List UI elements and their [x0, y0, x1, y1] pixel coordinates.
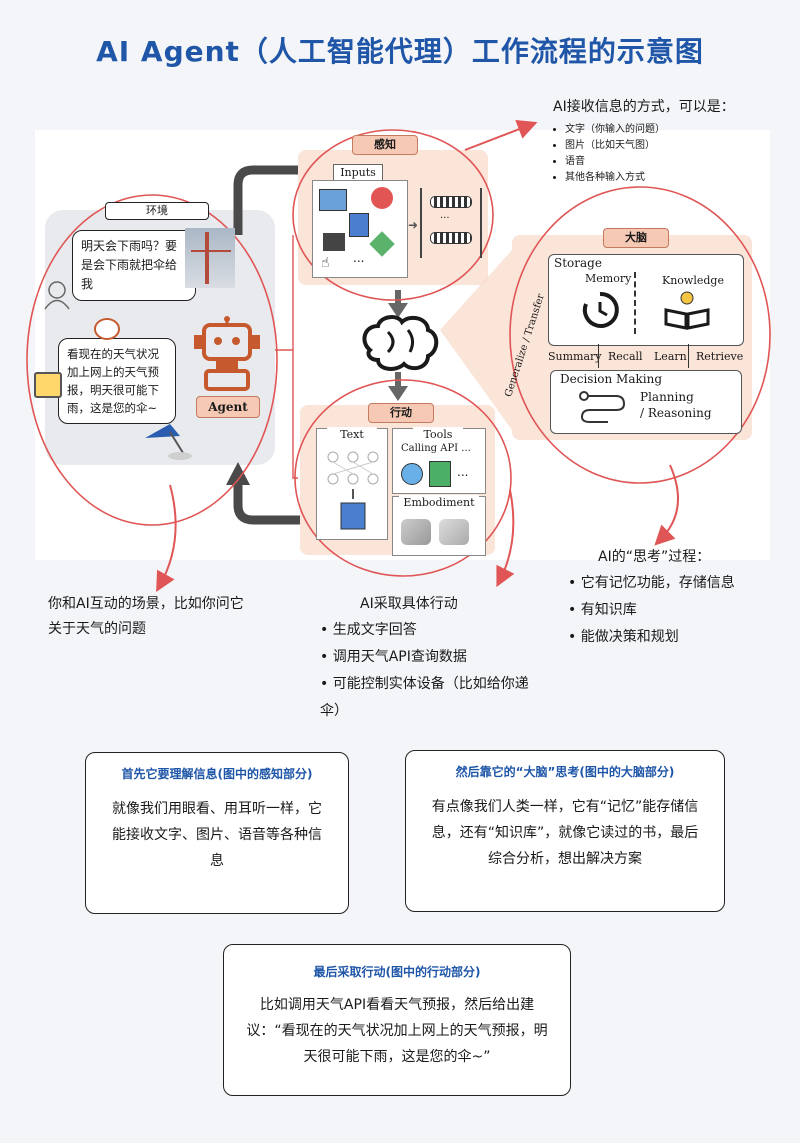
user-question-bubble: 明天会下雨吗？要是会下雨就把伞给我: [72, 230, 196, 301]
tools-box: Tools Calling API ... ...: [392, 427, 486, 494]
brain-explain-card: 然后靠它的“大脑”思考(图中的大脑部分) 有点像我们人类一样，它有“记忆”能存储…: [405, 750, 725, 912]
audio-input-icon: [371, 187, 393, 209]
weather-map-icon: [34, 372, 62, 398]
action-caption-item: 调用天气API查询数据: [320, 644, 530, 671]
calculator-tool-icon: [429, 461, 451, 487]
input-methods-note: AI接收信息的方式，可以是： 文字（你输入的问题） 图片（比如天气图） 语音 其…: [553, 96, 783, 186]
decision-making-label: Decision Making: [560, 372, 663, 386]
storage-box: [548, 254, 744, 346]
retrieve-label: Retrieve: [696, 350, 744, 363]
recall-label: Recall: [608, 350, 643, 363]
brain-circle: [509, 186, 771, 484]
neural-net-icon: [327, 451, 379, 530]
text-input-icon: [349, 213, 369, 237]
right-arrow-icon: ➜: [408, 218, 419, 232]
agent-reply-bubble: 看现在的天气状况加上网上的天气预报，明天很可能下雨，这是您的伞~: [58, 338, 176, 424]
arrow-action-to-env: [233, 480, 305, 525]
page-title: AI Agent（人工智能代理）工作流程的示意图: [96, 35, 704, 68]
embedding-bracket: ...: [420, 188, 482, 258]
input-method-item: 其他各种输入方式: [565, 170, 783, 186]
touch-input-icon: ☝: [321, 255, 330, 271]
perception-tag: 感知: [352, 135, 418, 155]
knowledge-label: Knowledge: [662, 274, 724, 287]
action-caption: AI采取具体行动 生成文字回答 调用天气API查询数据 可能控制实体设备（比如给…: [320, 592, 530, 725]
embedding-dots: ...: [440, 210, 450, 221]
action-explain-card: 最后采取行动(图中的行动部分) 比如调用天气API看看天气预报，然后给出建议：“…: [223, 944, 571, 1096]
card-body: 有点像我们人类一样，它有“记忆”能存储信息，还有“知识库”，就像它读过的书，最后…: [431, 799, 699, 867]
input-method-item: 语音: [565, 154, 783, 170]
input-method-item: 文字（你输入的问题）: [565, 122, 783, 138]
user-avatar-icon: [44, 281, 70, 310]
text-output-label: Text: [327, 427, 377, 442]
brain-caption-item: 它有记忆功能，存储信息: [568, 570, 783, 597]
card-title: 最后采取行动(图中的行动部分): [313, 965, 481, 979]
card-body: 就像我们用眼看、用耳听一样，它能接收文字、图片、语音等各种信息: [112, 801, 322, 869]
environment-circle: [26, 194, 278, 526]
embedding-token: [430, 196, 472, 208]
fog-bridge-image: [185, 228, 235, 288]
memory-clock-icon: [582, 291, 619, 328]
image-input-icon: [319, 189, 347, 211]
reasoning-label: / Reasoning: [640, 406, 712, 420]
environment-caption: 你和AI互动的场景，比如你问它关于天气的问题: [48, 596, 244, 637]
robot-arm-icon: [401, 519, 431, 545]
brain-caption-item: 能做决策和规划: [568, 624, 783, 651]
input-method-item: 图片（比如天气图）: [565, 138, 783, 154]
brain-caption-item: 有知识库: [568, 597, 783, 624]
brain-tag: 大脑: [603, 228, 669, 248]
inputs-more-dots: ...: [353, 251, 365, 265]
card-title: 然后靠它的“大脑”思考(图中的大脑部分): [455, 765, 675, 779]
environment-label: 环境: [105, 202, 209, 220]
brain-caption-title: AI的“思考”过程：: [598, 549, 711, 565]
globe-tool-icon: [401, 463, 423, 485]
planning-label: Planning: [640, 390, 694, 404]
memory-label: Memory: [585, 272, 632, 285]
recall-arrow: [598, 344, 599, 368]
inputs-label: Inputs: [333, 164, 383, 182]
tools-label: Tools: [413, 427, 463, 442]
action-caption-title: AI采取具体行动: [360, 596, 458, 612]
learn-label: Learn: [654, 350, 687, 363]
storage-label: Storage: [554, 256, 602, 270]
calling-api-label: Calling API ...: [401, 443, 471, 454]
agent-label: Agent: [196, 396, 260, 418]
embedding-token: [430, 232, 472, 244]
inputs-box: ☝ ...: [312, 180, 408, 278]
brain-icon: [362, 315, 439, 371]
decision-making-box: [550, 370, 742, 434]
action-tag: 行动: [368, 403, 434, 423]
map-input-icon: [369, 231, 395, 257]
tools-more-dots: ...: [457, 465, 469, 479]
card-body: 比如调用天气API看看天气预报，然后给出建议：“看现在的天气状况加上网上的天气预…: [246, 997, 548, 1065]
storage-divider: [634, 272, 636, 334]
brain-caption: AI的“思考”过程： 它有记忆功能，存储信息 有知识库 能做决策和规划: [568, 545, 783, 651]
video-input-icon: [323, 233, 345, 251]
embodiment-label: Embodiment: [399, 495, 479, 510]
input-methods-title: AI接收信息的方式，可以是：: [553, 99, 735, 115]
retrieve-arrow: [688, 344, 689, 368]
arrow-env-to-perception: [233, 165, 300, 235]
umbrella-icon: [145, 424, 192, 460]
summary-label: Summary: [548, 350, 602, 363]
action-caption-item: 可能控制实体设备（比如给你递伞）: [320, 671, 530, 725]
card-title: 首先它要理解信息(图中的感知部分): [121, 767, 313, 781]
mini-brain-icon: [94, 318, 120, 340]
planning-path-icon: [579, 391, 626, 423]
knowledge-book-icon: [664, 291, 710, 330]
perception-circle: [292, 129, 494, 301]
perception-explain-card: 首先它要理解信息(图中的感知部分) 就像我们用眼看、用耳听一样，它能接收文字、图…: [85, 752, 349, 914]
text-output-box: Text: [316, 427, 388, 540]
embodiment-box: Embodiment: [392, 495, 486, 556]
robot-arm-icon: [439, 519, 469, 545]
action-caption-item: 生成文字回答: [320, 617, 530, 644]
robot-agent-icon: [194, 316, 260, 391]
